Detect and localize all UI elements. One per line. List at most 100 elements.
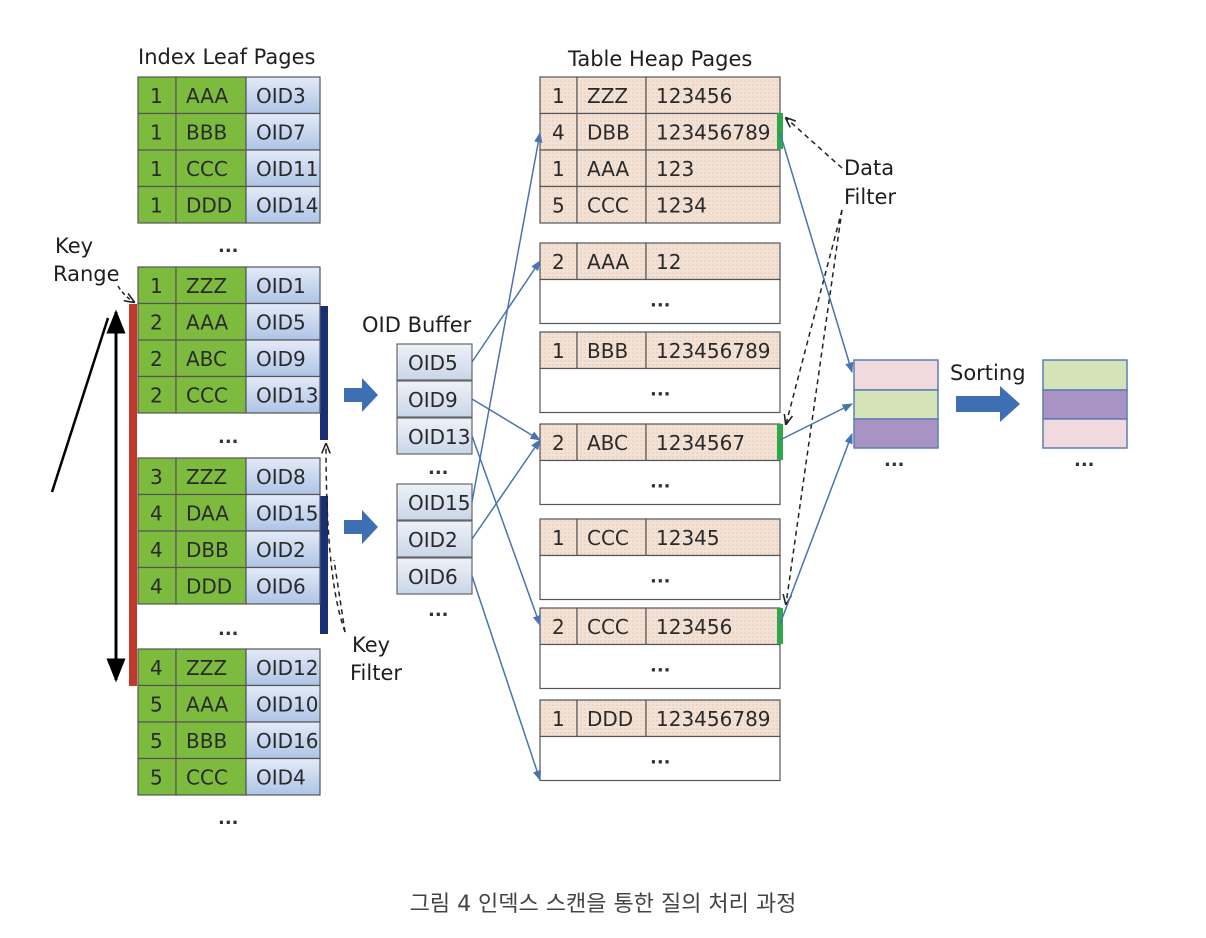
index-key1-cell: 1 — [150, 194, 163, 218]
index-key1-cell: 3 — [150, 465, 163, 489]
oid-buffer-title: OID Buffer — [362, 313, 472, 337]
oid-buffer-cell: OID6 — [408, 565, 458, 589]
index-key2-cell: DDD — [186, 575, 232, 599]
oid-heap-link — [471, 398, 541, 441]
index-key2-cell: DAA — [186, 502, 229, 526]
index-row: 2 ABC OID9 — [137, 339, 321, 378]
index-oid-cell: OID4 — [256, 766, 306, 790]
key-range-label-line2: Range — [53, 262, 120, 286]
oid-buffer-cell: OID5 — [408, 351, 458, 375]
heap-col2-cell: DDD — [587, 707, 633, 731]
heap-col2-cell: AAA — [587, 157, 629, 181]
oid-buffer-ellipsis: ... — [428, 600, 449, 621]
data-filter-label-line1: Data — [844, 156, 894, 180]
heap-col3-cell: 123456 — [656, 615, 732, 639]
heap-col3-cell: 123456 — [656, 84, 732, 108]
index-oid-cell: OID13 — [256, 384, 319, 408]
block-arrow-to-buffer-2 — [344, 510, 378, 544]
heap-col1-cell: 1 — [552, 84, 565, 108]
index-key1-cell: 1 — [150, 121, 163, 145]
index-ellipsis: ... — [218, 427, 239, 448]
index-key2-cell: CCC — [186, 766, 228, 790]
key-filter-bar-2 — [320, 496, 328, 634]
heap-col1-cell: 1 — [552, 707, 565, 731]
heap-row: 2 CCC 123456 — [539, 607, 781, 646]
index-oid-cell: OID10 — [256, 693, 319, 717]
index-key1-cell: 5 — [150, 729, 163, 753]
key-filter-label-line1: Key — [352, 633, 390, 657]
key-filter-pointer-2 — [333, 559, 346, 633]
oid-buffer-cell: OID13 — [408, 425, 471, 449]
oid-heap-link — [471, 260, 541, 363]
heap-col1-cell: 1 — [552, 526, 565, 550]
heap-col3-cell: 123456789 — [656, 121, 771, 145]
index-ellipsis: ... — [218, 236, 239, 257]
data-filter-pass-marker — [777, 424, 783, 460]
heap-col3-cell: 123 — [656, 157, 694, 181]
index-key2-cell: ABC — [186, 347, 227, 371]
index-key1-cell: 2 — [150, 347, 163, 371]
link-heap-to-result-3 — [779, 433, 853, 625]
index-oid-cell: OID16 — [256, 729, 319, 753]
table-heap-pages-title: Table Heap Pages — [567, 47, 752, 71]
oid-heap-link — [471, 575, 541, 781]
key-filter-label-line2: Filter — [350, 661, 402, 685]
heap-col1-cell: 2 — [552, 615, 565, 639]
index-key1-cell: 1 — [150, 84, 163, 108]
heap-col2-cell: CCC — [587, 615, 629, 639]
index-scan-diagram: Index Leaf Pages Table Heap Pages OID Bu… — [50, 45, 1128, 829]
key-filter-bar-1 — [320, 306, 328, 440]
index-key2-cell: DBB — [186, 538, 229, 562]
heap-page-ellipsis: ... — [650, 748, 671, 769]
index-key2-cell: BBB — [186, 121, 227, 145]
heap-col3-cell: 123456789 — [656, 339, 771, 363]
heap-page-ellipsis: ... — [650, 472, 671, 493]
index-oid-cell: OID8 — [256, 465, 306, 489]
heap-col2-cell: DBB — [587, 121, 630, 145]
index-oid-cell: OID3 — [256, 84, 306, 108]
index-oid-cell: OID7 — [256, 121, 306, 145]
heap-col2-cell: CCC — [587, 526, 629, 550]
index-oid-cell: OID5 — [256, 311, 306, 335]
index-key2-cell: CCC — [186, 384, 228, 408]
index-oid-cell: OID14 — [256, 194, 319, 218]
heap-col1-cell: 1 — [552, 339, 565, 363]
index-key1-cell: 4 — [150, 502, 163, 526]
heap-page-ellipsis: ... — [650, 291, 671, 312]
key-range-bar — [129, 304, 137, 686]
index-oid-cell: OID12 — [256, 656, 319, 680]
index-key2-cell: DDD — [186, 194, 232, 218]
oid-buffer-cell: OID2 — [408, 528, 458, 552]
sorting-label: Sorting — [950, 361, 1026, 385]
heap-page-ellipsis: ... — [650, 567, 671, 588]
index-key1-cell: 1 — [150, 274, 163, 298]
figure-caption: 그림 4 인덱스 스캔을 통한 질의 처리 과정 — [409, 892, 797, 917]
index-key2-cell: AAA — [186, 84, 228, 108]
index-ellipsis: ... — [218, 619, 239, 640]
index-oid-cell: OID2 — [256, 538, 306, 562]
index-key1-cell: 1 — [150, 157, 163, 181]
key-range-pointer — [117, 285, 134, 302]
index-key2-cell: AAA — [186, 693, 228, 717]
heap-col1-cell: 2 — [552, 431, 565, 455]
index-oid-cell: OID9 — [256, 347, 306, 371]
heap-col3-cell: 1234 — [656, 194, 707, 218]
key-filter-pointer-1 — [326, 444, 346, 633]
sorted-result-block — [1042, 359, 1128, 449]
index-oid-cell: OID11 — [256, 157, 319, 181]
